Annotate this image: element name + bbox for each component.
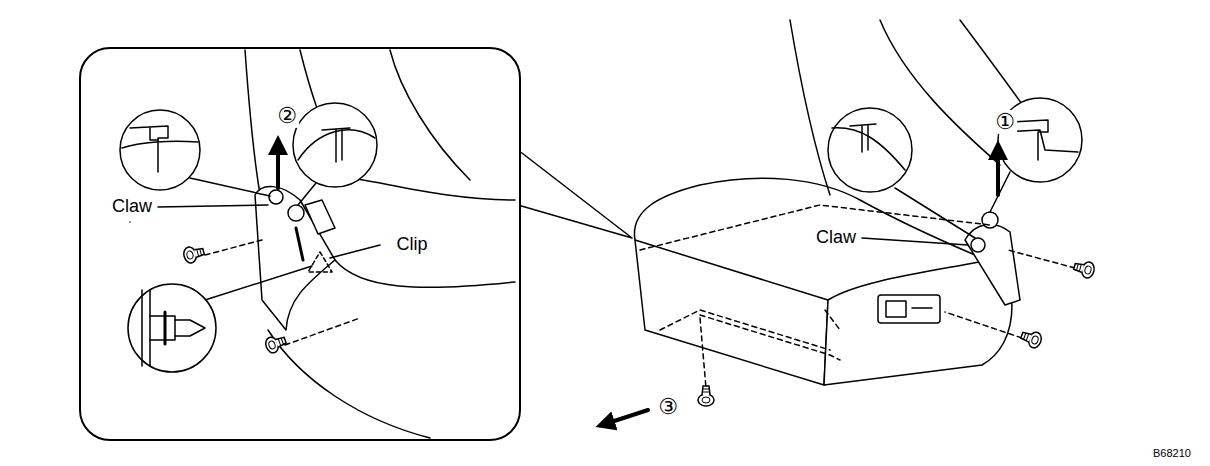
leader-line xyxy=(895,172,1010,238)
callout-number: ③ xyxy=(656,395,680,419)
leader-line xyxy=(285,318,360,345)
claw-detail xyxy=(293,103,377,187)
part-label: Clip xyxy=(394,235,429,255)
figure-code: B68210 xyxy=(1151,447,1193,459)
callout-number: ① xyxy=(993,110,1017,134)
hidden-line xyxy=(640,205,1075,388)
lift-arrow xyxy=(996,150,1000,195)
screw xyxy=(698,386,714,406)
part-label: Claw xyxy=(814,228,858,248)
lift-arrow xyxy=(276,145,280,188)
leader-line xyxy=(190,178,316,300)
screw xyxy=(182,244,205,265)
clip-detail xyxy=(128,284,216,372)
inset-seat xyxy=(245,50,515,438)
leader-line xyxy=(158,205,268,207)
inset-frame xyxy=(80,48,520,440)
callout-number: ② xyxy=(275,104,299,128)
leader-line xyxy=(862,238,968,245)
claw-detail xyxy=(828,108,912,192)
seat xyxy=(634,20,1040,385)
screw xyxy=(264,333,288,355)
screw xyxy=(1072,259,1095,280)
leader-line xyxy=(330,245,380,258)
pull-arrow xyxy=(605,410,648,424)
screw xyxy=(1019,328,1043,350)
leader-line xyxy=(205,240,262,255)
claw-detail xyxy=(120,110,200,190)
part-label: Claw xyxy=(110,197,154,217)
callout-wedge xyxy=(518,150,632,238)
